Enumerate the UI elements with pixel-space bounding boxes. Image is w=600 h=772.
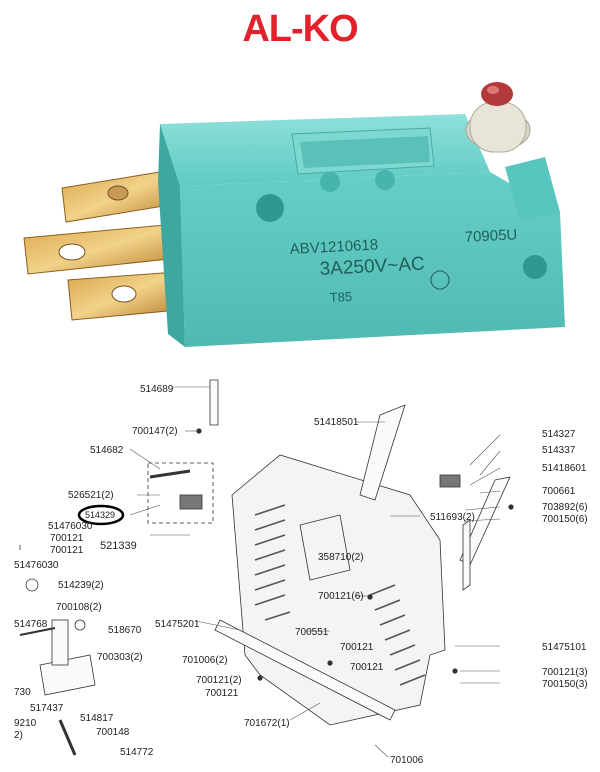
part-label: 703892(6) xyxy=(542,502,588,513)
part-label: 514682 xyxy=(90,445,124,456)
part-label: 2) xyxy=(14,730,23,741)
part-label: 514239(2) xyxy=(58,580,104,591)
part-label: 526521(2) xyxy=(68,490,114,501)
part-label: 700303(2) xyxy=(97,652,143,663)
model-code-text: ABV1210618 xyxy=(289,236,378,258)
part-label: 700150(6) xyxy=(542,514,588,525)
part-label: 358710(2) xyxy=(318,552,364,563)
part-label: 700121 xyxy=(340,642,374,653)
part-label: 51475101 xyxy=(542,642,587,653)
plunger-button xyxy=(465,82,531,153)
part-label: 511693(2) xyxy=(430,512,475,523)
part-label: 700121 xyxy=(50,545,84,556)
part-label: 700121(6) xyxy=(318,591,364,602)
part-labels: 514689 700147(2) 514682 526521(2) 514329… xyxy=(14,384,588,766)
alko-logo: AL-KO xyxy=(242,8,358,50)
part-label: 701006 xyxy=(390,755,424,766)
part-label: 700551 xyxy=(295,627,329,638)
plate-window xyxy=(299,514,351,581)
plate-slots xyxy=(254,504,426,686)
part-label: 700121 xyxy=(205,688,239,699)
part-label: 700148 xyxy=(96,727,130,738)
part-label: 521339 xyxy=(100,540,137,552)
part-label: 51476030 xyxy=(48,521,93,532)
part-label: 514772 xyxy=(120,747,154,758)
bracket-top xyxy=(209,379,219,426)
part-label: 700661 xyxy=(542,486,576,497)
switch-group-box xyxy=(147,462,214,524)
part-label: 517437 xyxy=(30,703,64,714)
part-label: 51476030 xyxy=(14,560,59,571)
part-label: 701672(1) xyxy=(244,718,290,729)
axle-rod xyxy=(214,619,396,721)
part-label: 518670 xyxy=(108,625,142,636)
part-label: 514689 xyxy=(140,384,174,395)
brand-header: AL-KO xyxy=(0,0,600,62)
part-label: 51475201 xyxy=(155,619,200,630)
part-label: 514768 xyxy=(14,619,48,630)
exploded-parts-diagram: 514689 700147(2) 514682 526521(2) 514329… xyxy=(14,379,588,766)
micro-switch-photo: ABV1210618 70905U 3A250V~AC T85 xyxy=(23,82,565,347)
part-label: 700121(3) xyxy=(542,667,588,678)
part-label: 700150(3) xyxy=(542,679,588,690)
temp-mark-text: T85 xyxy=(329,289,352,305)
part-label: 700121 xyxy=(50,533,84,544)
highlight-oval-514329 xyxy=(77,504,125,526)
part-label: 51418501 xyxy=(314,417,359,428)
part-label: 700147(2) xyxy=(132,426,178,437)
part-label: 514337 xyxy=(542,445,576,456)
part-label: 701006(2) xyxy=(182,655,228,666)
terminal-tabs xyxy=(23,169,179,321)
part-label: 700108(2) xyxy=(56,602,102,613)
part-label: 514329 xyxy=(85,510,115,520)
part-label: 730 xyxy=(14,687,31,698)
lever-arm-left xyxy=(359,404,406,501)
part-label: 700121(2) xyxy=(196,675,242,686)
part-label: 514817 xyxy=(80,713,114,724)
part-label: 51418601 xyxy=(542,463,587,474)
leader-lines xyxy=(129,386,501,758)
part-label: 9210 xyxy=(14,718,37,729)
part-label: 700121 xyxy=(350,662,384,673)
switch-body xyxy=(158,114,565,347)
part-label: 514327 xyxy=(542,429,576,440)
lot-code-text: 70905U xyxy=(464,226,517,246)
